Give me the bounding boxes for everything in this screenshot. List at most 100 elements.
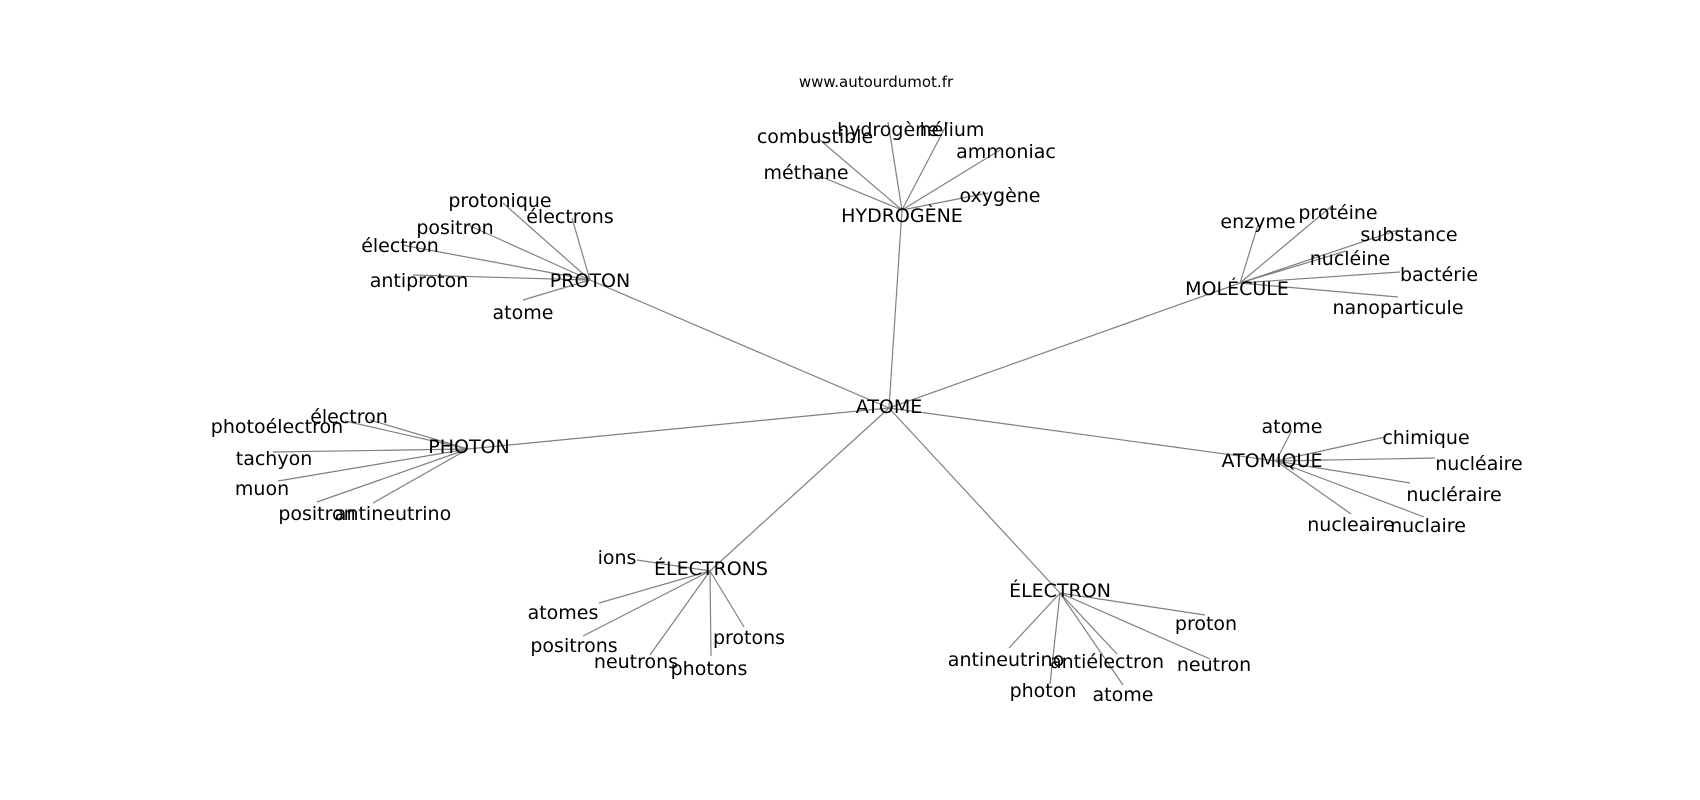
word-label-proton-1[interactable]: électrons (526, 206, 614, 228)
edge-molecule-word-4 (1239, 271, 1401, 284)
edge-root-molecule (888, 282, 1241, 409)
edge-molecule-word-0 (1239, 224, 1259, 284)
edge-atomique-word-3 (1275, 460, 1411, 484)
word-label-photon-2[interactable]: tachyon (236, 448, 313, 470)
word-label-electrons-1[interactable]: atomes (528, 602, 599, 624)
word-label-molecule-2[interactable]: substance (1360, 224, 1457, 246)
word-label-electron-5[interactable]: atome (1093, 684, 1154, 706)
word-label-proton-2[interactable]: positron (416, 217, 493, 239)
word-label-electrons-2[interactable]: positrons (530, 635, 617, 657)
hub-label-molecule[interactable]: MOLÉCULE (1185, 277, 1289, 300)
edge-hydrogene-word-1 (887, 121, 903, 211)
hub-label-hydrogene[interactable]: HYDROGÈNE (841, 204, 963, 227)
word-label-hydrogene-0[interactable]: combustible (757, 126, 873, 148)
edge-atomique-word-2 (1275, 457, 1436, 462)
edge-photon-word-3 (277, 448, 469, 482)
edge-molecule-word-2 (1239, 229, 1399, 284)
word-label-electrons-4[interactable]: photons (671, 658, 748, 680)
word-label-electrons-0[interactable]: ions (598, 547, 637, 569)
edge-root-photon (467, 407, 890, 450)
word-label-electron-2[interactable]: antiélectron (1050, 651, 1164, 673)
word-label-atomique-1[interactable]: chimique (1382, 427, 1469, 449)
edge-molecule-word-3 (1239, 250, 1347, 284)
word-label-proton-5[interactable]: atome (493, 302, 554, 324)
edge-electron-word-1 (1008, 592, 1061, 649)
edge-electrons-word-2 (582, 570, 711, 637)
word-label-electron-1[interactable]: antineutrino (948, 649, 1064, 671)
word-label-electron-4[interactable]: photon (1010, 680, 1077, 702)
word-label-molecule-0[interactable]: enzyme (1220, 211, 1295, 233)
edge-root-proton (589, 279, 890, 409)
edge-molecule-word-5 (1239, 282, 1399, 298)
edge-atomique-word-0 (1275, 429, 1293, 462)
edge-atomique-word-1 (1275, 436, 1386, 462)
word-label-photon-3[interactable]: muon (235, 478, 289, 500)
word-label-proton-4[interactable]: antiproton (370, 270, 469, 292)
word-label-molecule-3[interactable]: nucléine (1310, 248, 1391, 270)
hub-label-photon[interactable]: PHOTON (428, 436, 509, 458)
word-label-molecule-5[interactable]: nanoparticule (1332, 297, 1463, 319)
edge-proton-word-3 (401, 244, 591, 281)
hub-label-electron[interactable]: ÉLECTRON (1009, 579, 1111, 602)
edge-electron-word-3 (1059, 592, 1211, 660)
word-label-atomique-4[interactable]: nucleaire (1307, 514, 1395, 536)
root-node-label[interactable]: ATOME (856, 396, 922, 418)
edge-electrons-word-4 (709, 570, 712, 657)
edge-proton-word-4 (412, 274, 591, 281)
edge-proton-word-5 (522, 279, 591, 301)
edge-photon-word-4 (316, 448, 469, 503)
hub-label-atomique[interactable]: ATOMIQUE (1222, 450, 1323, 472)
hub-label-electrons[interactable]: ÉLECTRONS (654, 557, 768, 580)
edge-root-hydrogene (888, 209, 903, 409)
word-label-atomique-0[interactable]: atome (1262, 416, 1323, 438)
word-label-photon-5[interactable]: antineutrino (335, 503, 451, 525)
word-label-hydrogene-1[interactable]: hydrogène (837, 119, 939, 141)
edge-electrons-word-5 (709, 570, 745, 628)
word-label-electron-0[interactable]: proton (1175, 613, 1237, 635)
edge-atomique-word-4 (1275, 460, 1352, 515)
edge-hydrogene-word-3 (901, 149, 1001, 211)
word-label-photon-4[interactable]: positron (278, 503, 355, 525)
edge-proton-word-2 (467, 224, 591, 281)
edge-electron-word-2 (1059, 592, 1118, 655)
graph-labels: www.autourdumot.fr ATOME combustiblehydr… (211, 73, 1523, 706)
edge-root-atomique (888, 407, 1277, 462)
word-label-photon-0[interactable]: électron (310, 406, 388, 428)
word-label-electron-3[interactable]: neutron (1177, 654, 1251, 676)
edge-hydrogene-word-4 (811, 172, 903, 211)
site-credit: www.autourdumot.fr (799, 73, 954, 91)
edge-photon-word-2 (272, 448, 469, 453)
word-label-proton-0[interactable]: protonique (448, 190, 551, 212)
edge-hydrogene-word-2 (901, 121, 949, 211)
edge-electrons-word-0 (636, 559, 711, 572)
word-label-hydrogene-4[interactable]: méthane (763, 162, 848, 184)
edge-root-electron (888, 407, 1061, 594)
word-label-proton-3[interactable]: électron (361, 235, 439, 257)
word-label-molecule-1[interactable]: protéine (1298, 202, 1377, 224)
word-label-electrons-3[interactable]: neutrons (594, 651, 678, 673)
word-label-hydrogene-5[interactable]: oxygène (959, 185, 1040, 207)
edge-root-electrons (709, 407, 890, 572)
edge-photon-word-1 (344, 420, 469, 450)
word-label-atomique-5[interactable]: nuclaire (1390, 515, 1466, 537)
edge-electrons-word-3 (649, 570, 711, 656)
hub-label-proton[interactable]: PROTON (550, 270, 630, 292)
word-label-molecule-4[interactable]: bactérie (1400, 264, 1478, 286)
edge-proton-word-0 (502, 202, 591, 281)
word-label-hydrogene-2[interactable]: hélium (920, 119, 985, 141)
edge-proton-word-1 (571, 217, 591, 281)
edge-atomique-word-5 (1275, 460, 1425, 518)
word-label-atomique-2[interactable]: nucléaire (1435, 453, 1523, 475)
word-label-hydrogene-3[interactable]: ammoniac (956, 141, 1056, 163)
edge-photon-word-5 (372, 448, 469, 504)
graph-edges (272, 121, 1436, 686)
word-label-electrons-5[interactable]: protons (713, 627, 785, 649)
edge-photon-word-0 (369, 419, 469, 450)
word-label-atomique-3[interactable]: nucléraire (1406, 484, 1501, 506)
edge-molecule-word-1 (1239, 204, 1334, 284)
edge-electron-word-4 (1049, 592, 1061, 685)
edge-hydrogene-word-5 (901, 192, 989, 211)
edge-electrons-word-1 (598, 570, 711, 604)
word-label-photon-1[interactable]: photoélectron (211, 416, 343, 438)
